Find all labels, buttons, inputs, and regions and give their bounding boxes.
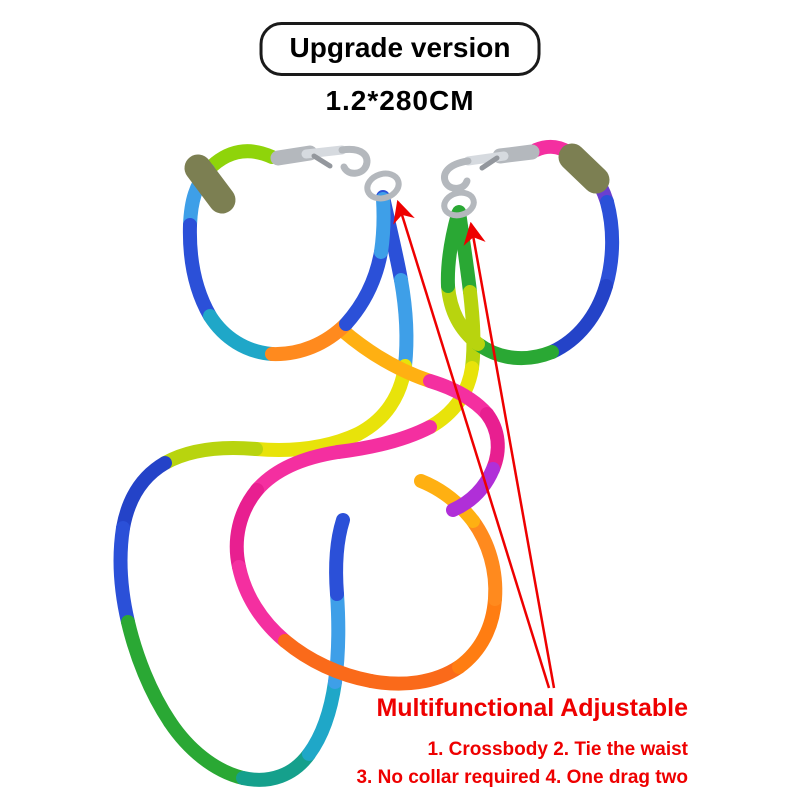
rope-segment — [158, 440, 263, 470]
size-label: 1.2*280CM — [325, 85, 475, 116]
rope-segment — [116, 456, 172, 535]
pointer-arrow-left — [393, 199, 551, 689]
annotation-line: 1. Crossbody 2. Tie the waist — [427, 739, 688, 760]
adjuster-ring-right — [441, 189, 477, 219]
annotation-line: 3. No collar required 4. One drag two — [356, 767, 688, 788]
rope-segment — [480, 407, 505, 476]
rope-segment — [414, 474, 480, 528]
rope-segment — [302, 675, 342, 761]
annotation-title: Multifunctional Adjustable — [376, 694, 688, 722]
rope-segment — [331, 420, 437, 459]
feature-annotation: Multifunctional Adjustable 1. Crossbody … — [356, 694, 688, 792]
left-handle-sleeve — [184, 154, 236, 214]
rope-segment — [265, 317, 353, 362]
rope-segment — [599, 195, 620, 293]
right-handle-sleeve — [558, 143, 610, 194]
rope-segment — [545, 279, 613, 359]
rope-segment — [364, 660, 466, 691]
leash-strand-crossing — [335, 323, 505, 517]
clasp-shaft — [301, 145, 347, 159]
rope-segment — [163, 715, 250, 785]
adjuster-ring-left — [364, 170, 402, 202]
rope-segment — [182, 218, 217, 323]
right-snap-hook-icon — [441, 144, 540, 192]
pointer-arrow-right — [463, 221, 556, 689]
upgrade-version-badge: Upgrade version — [259, 22, 541, 76]
left-snap-hook-icon — [270, 145, 371, 177]
rope-segment — [351, 359, 412, 441]
clasp-hook — [441, 157, 472, 192]
rope-segment — [394, 273, 414, 373]
rope-segment — [423, 361, 479, 434]
clasp-trigger — [479, 155, 500, 171]
badge-label: Upgrade version — [289, 32, 511, 63]
right-collar-loop — [440, 139, 620, 366]
rope-segment — [201, 144, 279, 177]
rope-segment — [329, 513, 350, 601]
leash-strand-inner-loop — [229, 205, 503, 691]
pointer-arrows — [393, 199, 556, 689]
rope-segment — [374, 192, 391, 259]
rope-segment — [466, 514, 503, 606]
rope-segment — [440, 207, 465, 293]
rope-segment — [121, 615, 177, 729]
rope-segment — [236, 747, 316, 787]
rope-segment — [446, 462, 500, 517]
clasp-trigger — [311, 153, 333, 169]
rope-segment — [278, 634, 378, 688]
rope-segment — [471, 337, 559, 366]
left-collar-loop — [182, 144, 391, 362]
clasp-hook — [338, 145, 371, 177]
rope-segment — [232, 560, 292, 648]
rope-segment — [339, 245, 388, 331]
rope-segment — [250, 445, 345, 497]
rope-segment — [113, 521, 135, 629]
rope-segment — [335, 323, 437, 388]
rope-segment — [229, 483, 264, 574]
rope-segment — [203, 309, 279, 361]
rope-segment — [249, 427, 365, 457]
rope-segment — [452, 592, 502, 674]
